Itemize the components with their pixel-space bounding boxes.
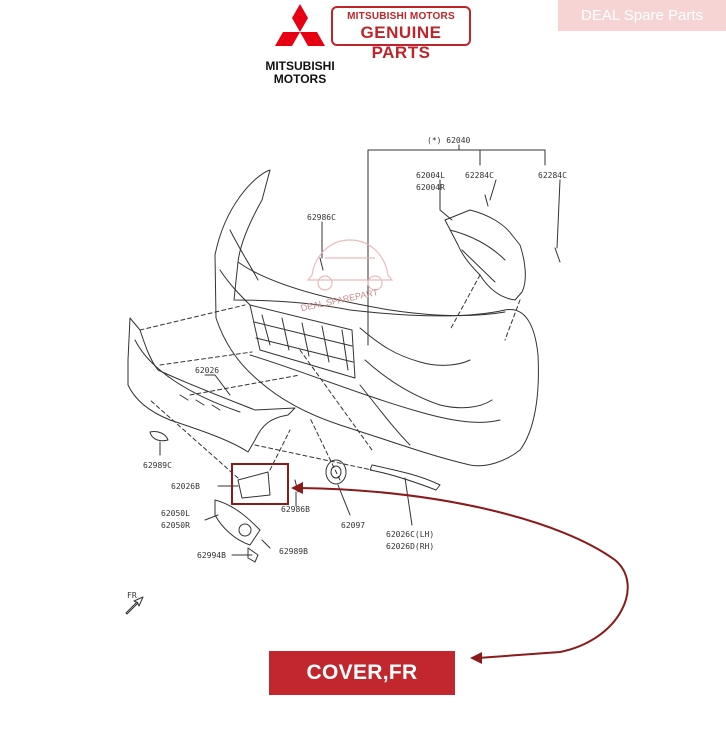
lamp-bracket-62004 <box>444 209 526 301</box>
label-62994b: 62994B <box>197 551 226 560</box>
pointer-arrow-head-start <box>291 482 303 494</box>
genuine-badge-line1: MITSUBISHI MOTORS <box>347 11 455 22</box>
label-62284c-a: 62284C <box>465 171 494 180</box>
label-62040: (*) 62040 <box>427 136 471 145</box>
label-62097: 62097 <box>341 521 365 530</box>
grille-bar-62026 <box>127 317 296 453</box>
label-62026c: 62026C(LH) <box>386 530 434 539</box>
grille-outline <box>249 304 356 379</box>
trim-62026c <box>369 464 441 491</box>
bumper-outline <box>214 169 539 467</box>
plug-62989c <box>149 431 169 442</box>
label-62004l: 62004L <box>416 171 445 180</box>
pointer-arrow-head-end <box>470 652 482 664</box>
label-62989b: 62989B <box>279 547 308 556</box>
fog-lamp-62097 <box>325 459 347 485</box>
label-fr: FR <box>127 591 137 600</box>
label-62026: 62026 <box>195 366 219 375</box>
brand-line1: MITSUBISHI <box>265 59 335 73</box>
genuine-parts-badge: MITSUBISHI MOTORS GENUINE PARTS <box>331 6 471 62</box>
label-62986b: 62986B <box>281 505 310 514</box>
genuine-badge-line2: GENUINE PARTS <box>360 23 442 62</box>
label-62050l: 62050L <box>161 509 190 518</box>
watermark-car-icon <box>306 239 394 291</box>
fr-arrow <box>125 596 144 615</box>
label-62026b: 62026B <box>171 482 200 491</box>
bumper-inner-line <box>237 261 506 317</box>
pointer-arrow <box>299 487 629 659</box>
highlight-box <box>231 463 289 505</box>
brand-name: MITSUBISHI MOTORS <box>252 60 348 86</box>
center-watermark: DEAL SPAREPART <box>300 287 380 313</box>
label-62004r: 62004R <box>416 183 445 192</box>
bumper-lower-line <box>249 354 501 423</box>
three-diamonds-icon <box>275 4 325 46</box>
label-62989c: 62989C <box>143 461 172 470</box>
brand-line2: MOTORS <box>273 72 327 86</box>
mitsubishi-logo <box>255 2 345 94</box>
label-62284c-b: 62284C <box>538 171 567 180</box>
label-62050r: 62050R <box>161 521 190 530</box>
label-62986c: 62986C <box>307 213 336 222</box>
cover-62026b <box>237 471 271 499</box>
corner-watermark: DEAL Spare Parts <box>558 0 726 31</box>
fog-cover-62050 <box>214 499 261 546</box>
part-caption: COVER,FR BUMPER <box>269 651 455 728</box>
label-62026d: 62026D(RH) <box>386 542 434 551</box>
